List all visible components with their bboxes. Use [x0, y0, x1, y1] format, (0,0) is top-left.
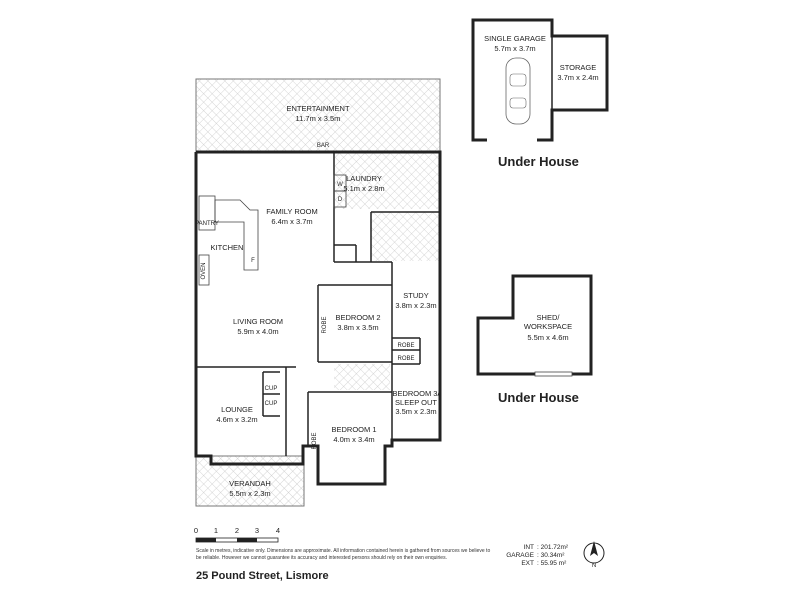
study-label: STUDY — [403, 291, 428, 300]
fridge-label: F — [251, 258, 255, 264]
area-value: : 201.72m² — [537, 544, 569, 551]
entertainment-label: ENTERTAINMENT — [286, 104, 349, 113]
bedroom-3-dims: 3.5m x 2.3m — [395, 407, 436, 416]
scale-tick-4: 4 — [276, 526, 280, 535]
area-value: : 55.95 m² — [537, 560, 567, 567]
area-label: EXT — [521, 560, 534, 567]
robe-label-1: ROBE — [397, 343, 414, 349]
garage-label: SINGLE GARAGE — [484, 34, 546, 43]
compass-label: N — [592, 563, 596, 569]
bedroom-1-label: BEDROOM 1 — [331, 425, 376, 434]
scale-tick-2: 2 — [235, 526, 239, 535]
shed-dims: 5.5m x 4.6m — [527, 333, 568, 342]
shed-wall — [476, 274, 593, 376]
cupboard-label-2: CUP — [265, 401, 278, 407]
laundry-dims: 5.1m x 2.8m — [343, 184, 384, 193]
area-row-garage: GARAGE : 30.34m² — [500, 552, 580, 560]
shed-label-2: WORKSPACE — [524, 322, 572, 331]
bedroom-1-dims: 4.0m x 3.4m — [333, 435, 374, 444]
laundry-label: LAUNDRY — [346, 174, 382, 183]
bedroom-3-label-2: SLEEP OUT — [395, 398, 437, 407]
ensuite-floor — [334, 364, 390, 390]
garage-wall — [471, 18, 609, 142]
area-value: : 30.34m² — [537, 552, 565, 559]
robe-label-bedroom-2: ROBE — [322, 316, 328, 333]
laundry-floor — [335, 152, 440, 209]
bedroom-2-label: BEDROOM 2 — [335, 313, 380, 322]
entertainment-dims: 11.7m x 3.5m — [296, 114, 341, 123]
family-room-label: FAMILY ROOM — [266, 207, 317, 216]
north-arrow-icon: N — [583, 541, 605, 569]
property-address: 25 Pound Street, Lismore — [196, 570, 329, 582]
family-room-dims: 6.4m x 3.7m — [271, 217, 312, 226]
outer-wall — [194, 150, 442, 486]
scale-bar: 0 1 2 3 4 — [194, 526, 280, 543]
area-label: GARAGE — [506, 552, 534, 559]
car-icon — [505, 57, 531, 125]
bedroom-3-label: BEDROOM 3/ — [392, 389, 440, 398]
laundry-appliances — [333, 174, 347, 208]
garage-dims: 5.7m x 3.7m — [494, 44, 535, 53]
shed-door — [534, 371, 573, 377]
area-row-ext: EXT : 55.95 m² — [500, 560, 580, 568]
storage-label: STORAGE — [560, 63, 597, 72]
washer-label: W — [337, 182, 343, 188]
kitchen-benches — [198, 195, 259, 286]
under-house-caption-shed: Under House — [498, 390, 579, 405]
scale-tick-0: 0 — [194, 526, 198, 535]
area-summary: INT : 201.72m² GARAGE : 30.34m² EXT : 55… — [500, 544, 580, 568]
dryer-label: D — [338, 197, 343, 203]
shed-label: SHED/ — [537, 313, 561, 322]
interior-walls — [196, 152, 440, 456]
verandah-dims: 5.5m x 2.3m — [229, 489, 270, 498]
verandah-label: VERANDAH — [229, 479, 271, 488]
bar-label: BAR — [317, 143, 330, 149]
lounge-dims: 4.6m x 3.2m — [216, 415, 257, 424]
living-room-label: LIVING ROOM — [233, 317, 283, 326]
bathroom-floor — [371, 212, 440, 261]
disclaimer: Scale in metres, indicative only. Dimens… — [196, 548, 491, 561]
kitchen-label: KITCHEN — [211, 243, 244, 252]
area-row-int: INT : 201.72m² — [500, 544, 580, 552]
entertainment-deck — [195, 78, 441, 153]
lounge-label: LOUNGE — [221, 405, 253, 414]
pantry-label: PANTRY — [195, 221, 219, 227]
scale-tick-3: 3 — [255, 526, 259, 535]
living-room-dims: 5.9m x 4.0m — [237, 327, 278, 336]
robe-label-bedroom-1: ROBE — [312, 432, 318, 449]
robe-label-2: ROBE — [397, 356, 414, 362]
oven-label: OVEN — [201, 262, 207, 279]
area-label: INT — [523, 544, 534, 551]
bedroom-2-dims: 3.8m x 3.5m — [337, 323, 378, 332]
storage-dims: 3.7m x 2.4m — [557, 73, 598, 82]
scale-tick-1: 1 — [214, 526, 218, 535]
study-dims: 3.8m x 2.3m — [395, 301, 436, 310]
cupboard-label-1: CUP — [265, 386, 278, 392]
under-house-caption-garage: Under House — [498, 154, 579, 169]
